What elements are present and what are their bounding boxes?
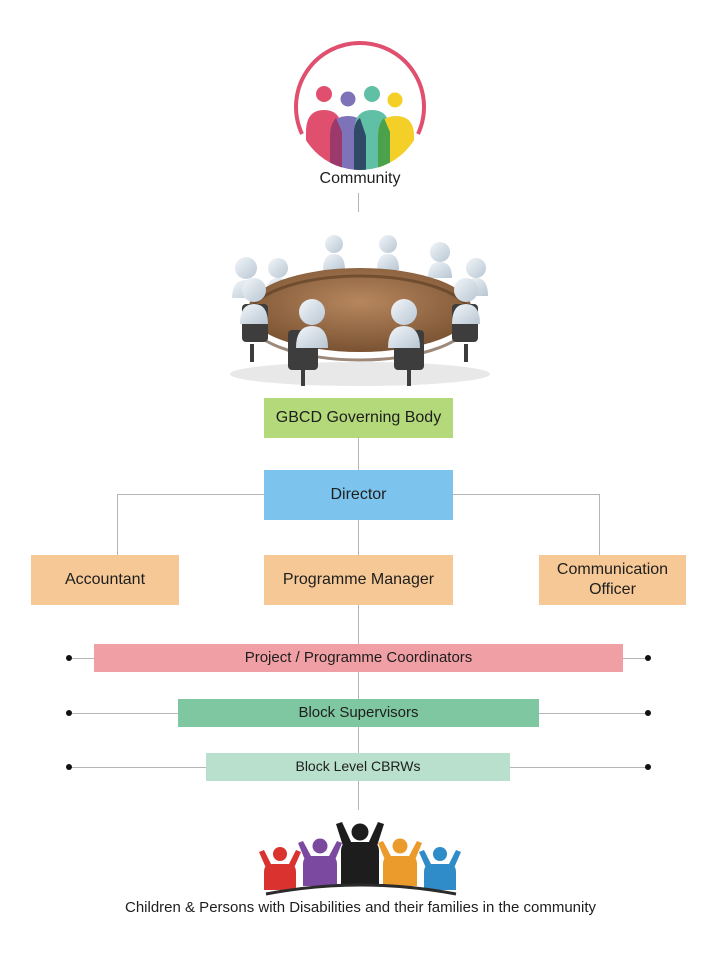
connector-community	[358, 193, 359, 212]
accountant-box: Accountant	[31, 555, 179, 605]
supervisors-box: Block Supervisors	[178, 699, 539, 727]
children-disabilities-illustration	[259, 822, 461, 896]
community-label: Community	[319, 170, 401, 187]
connector-accountant	[117, 494, 118, 555]
cbrws-left-dot	[66, 764, 72, 770]
supervisors-right-dot	[645, 710, 651, 716]
coordinators-left-dot	[66, 655, 72, 661]
community-logo	[294, 41, 426, 170]
footer-label: Children & Persons with Disabilities and…	[124, 899, 597, 916]
programme-manager-box: Programme Manager	[264, 555, 453, 605]
connector-communication	[599, 494, 600, 555]
governing-body-box: GBCD Governing Body	[264, 398, 453, 438]
coordinators-right-dot	[645, 655, 651, 661]
director-box: Director	[264, 470, 453, 520]
cbrws-box: Block Level CBRWs	[206, 753, 510, 781]
supervisors-left-dot	[66, 710, 72, 716]
connector-governing-director	[358, 438, 359, 470]
communication-officer-box: Communication Officer	[539, 555, 686, 605]
cbrws-right-dot	[645, 764, 651, 770]
coordinators-box: Project / Programme Coordinators	[94, 644, 623, 672]
meeting-table-illustration	[230, 235, 490, 386]
